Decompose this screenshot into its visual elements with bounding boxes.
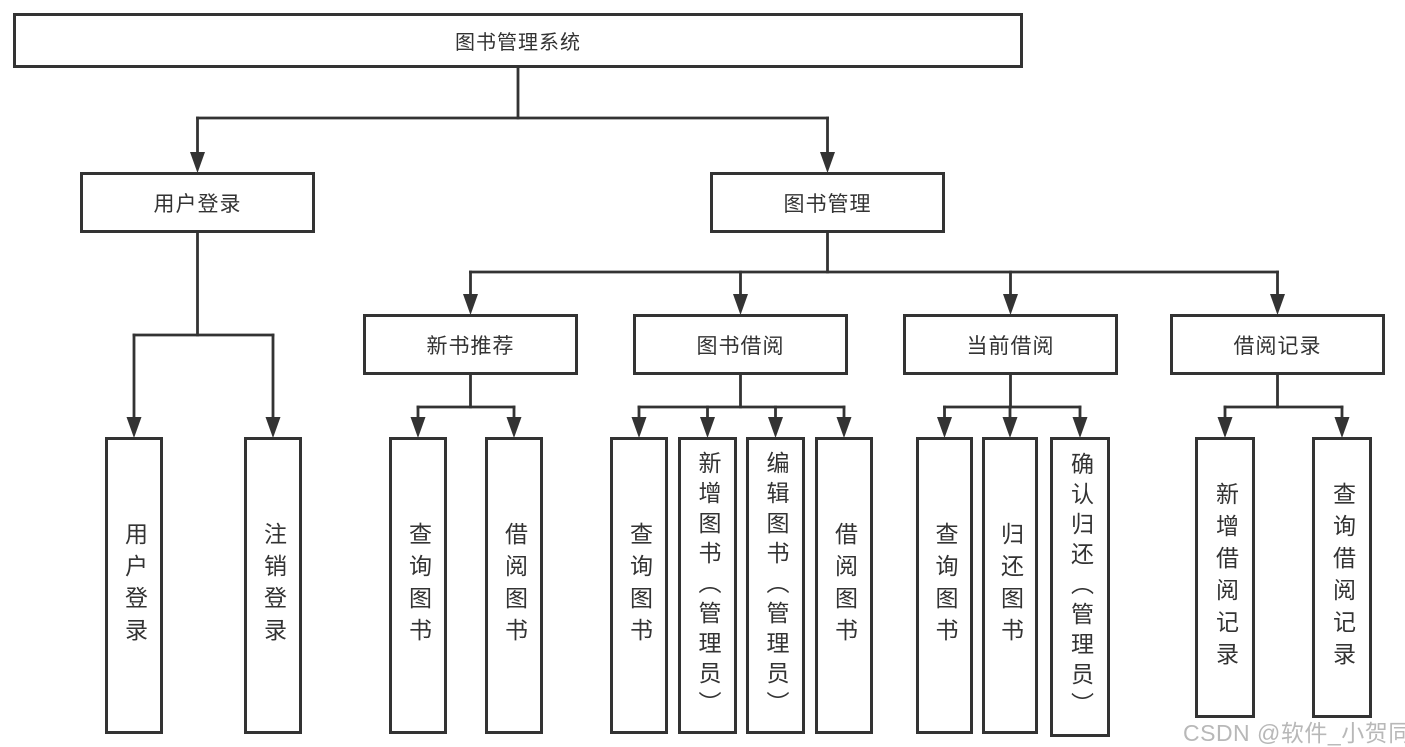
- leaf-add-books-admin: 新增图书（管理员）: [678, 437, 737, 734]
- arrowhead-icon: [937, 417, 952, 438]
- node-book-borrow: 图书借阅: [633, 314, 848, 375]
- leaf-borrow-books: 借阅图书: [815, 437, 873, 734]
- csdn-watermark: CSDN @软件_小贺同学: [1183, 720, 1405, 746]
- leaf-query-books-borrow: 查询图书: [610, 437, 668, 734]
- node-new-book-recommend: 新书推荐: [363, 314, 578, 375]
- arrowhead-icon: [126, 417, 142, 438]
- leaf-query-books-current: 查询图书: [916, 437, 973, 734]
- arrowhead-icon: [190, 152, 205, 173]
- leaf-borrow-books-recommend: 借阅图书: [485, 437, 543, 734]
- arrowhead-icon: [1003, 294, 1018, 315]
- leaf-return-books: 归还图书: [982, 437, 1038, 734]
- arrowhead-icon: [700, 417, 715, 438]
- arrowhead-icon: [463, 294, 478, 315]
- arrowhead-icon: [1270, 294, 1285, 315]
- node-borrow-records: 借阅记录: [1170, 314, 1385, 375]
- arrowhead-icon: [733, 294, 748, 315]
- arrowhead-icon: [1334, 417, 1350, 438]
- node-root-system: 图书管理系统: [13, 13, 1023, 68]
- leaf-confirm-return-admin: 确认归还（管理员）: [1050, 437, 1110, 737]
- leaf-user-login: 用户登录: [105, 437, 163, 734]
- node-book-management: 图书管理: [710, 172, 945, 233]
- leaf-edit-books-admin: 编辑图书（管理员）: [746, 437, 805, 734]
- leaf-add-borrow-record: 新增借阅记录: [1195, 437, 1255, 718]
- arrowhead-icon: [1072, 417, 1088, 438]
- arrowhead-icon: [768, 417, 783, 438]
- arrowhead-icon: [820, 152, 835, 173]
- leaf-logout: 注销登录: [244, 437, 302, 734]
- node-user-login: 用户登录: [80, 172, 315, 233]
- arrowhead-icon: [265, 417, 281, 438]
- arrowhead-icon: [410, 417, 426, 438]
- leaf-query-borrow-record: 查询借阅记录: [1312, 437, 1372, 718]
- arrowhead-icon: [1217, 417, 1233, 438]
- arrowhead-icon: [631, 417, 647, 438]
- arrowhead-icon: [506, 417, 522, 438]
- node-current-borrow: 当前借阅: [903, 314, 1118, 375]
- arrowhead-icon: [1002, 417, 1018, 438]
- arrowhead-icon: [836, 417, 852, 438]
- leaf-query-books-recommend: 查询图书: [389, 437, 447, 734]
